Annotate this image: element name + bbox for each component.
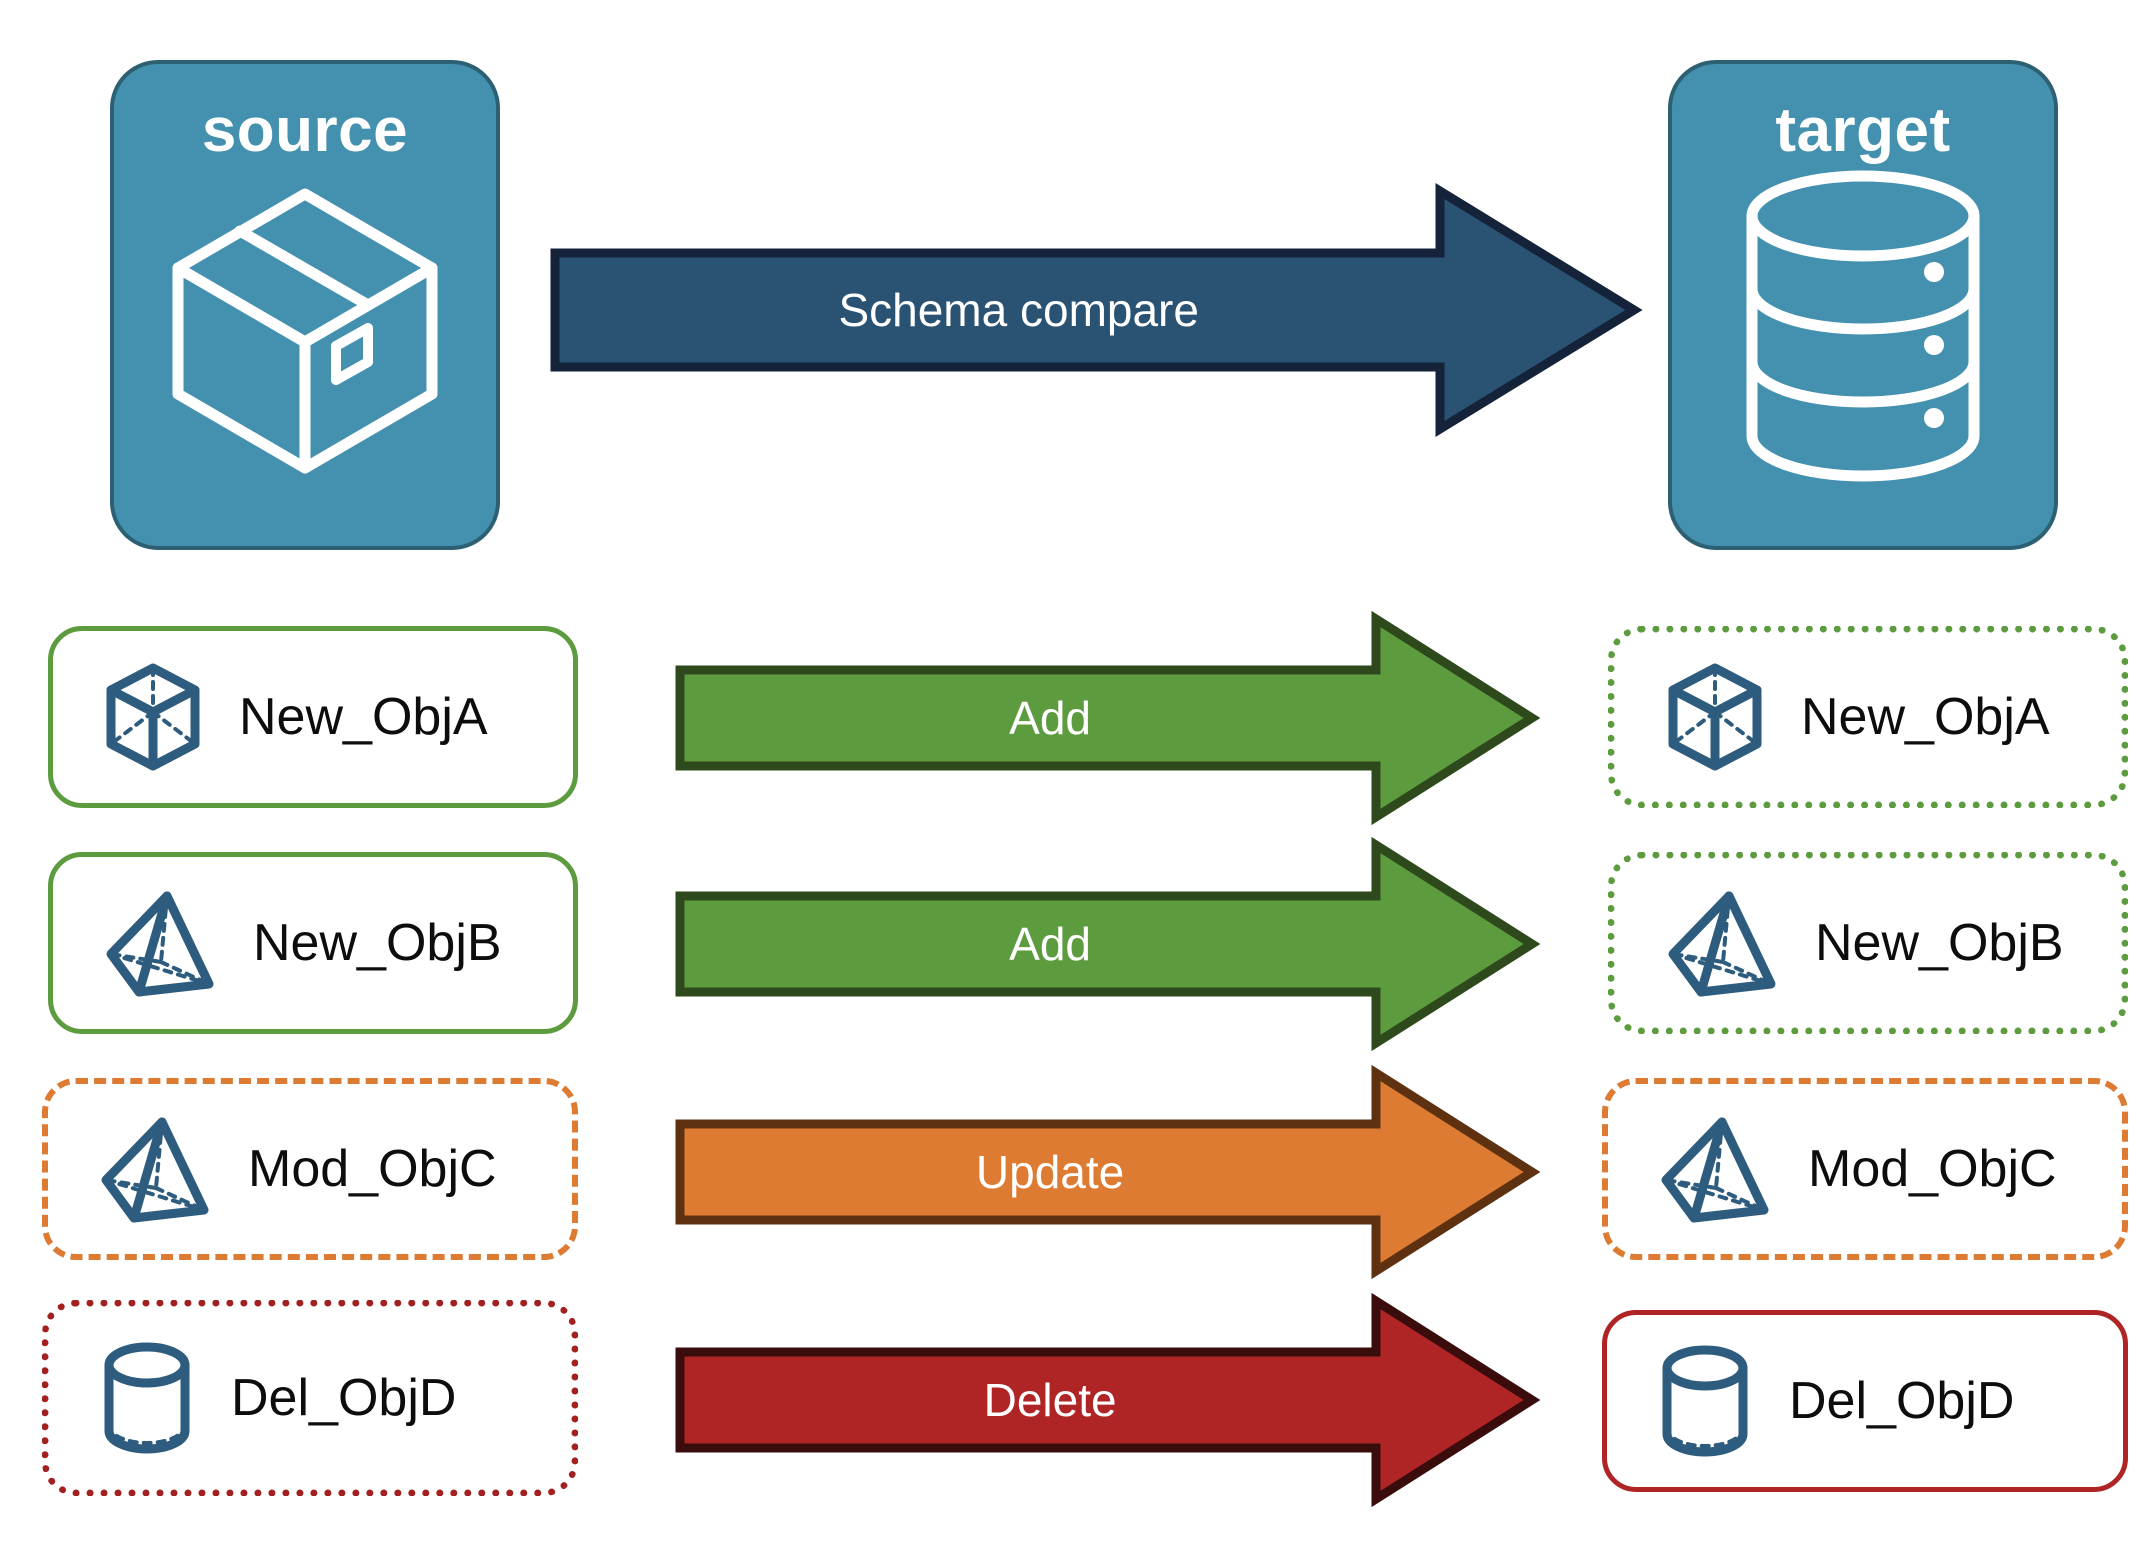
database-cylinder-icon xyxy=(1738,170,1988,482)
source-object-row-3[interactable]: Del_ObjD xyxy=(42,1300,578,1496)
cube-wireframe-icon xyxy=(1667,662,1763,772)
action-arrow-row-2: Update xyxy=(675,1064,1541,1280)
action-arrow-row-0: Add xyxy=(675,610,1541,826)
action-arrow-shape-3 xyxy=(675,1292,1541,1508)
target-object-label-1: New_ObjB xyxy=(1815,914,2064,972)
pyramid-wireframe-icon xyxy=(105,888,215,998)
pyramid-wireframe-icon xyxy=(100,1114,210,1224)
source-endpoint-card: source xyxy=(110,60,500,550)
target-object-row-1[interactable]: New_ObjB xyxy=(1608,852,2128,1034)
schema-compare-arrow: Schema compare xyxy=(550,182,1643,438)
action-arrow-row-3: Delete xyxy=(675,1292,1541,1508)
target-object-label-3: Del_ObjD xyxy=(1789,1372,2015,1430)
target-object-row-2[interactable]: Mod_ObjC xyxy=(1602,1078,2128,1260)
source-object-row-0[interactable]: New_ObjA xyxy=(48,626,578,808)
pyramid-wireframe-icon xyxy=(1660,1114,1770,1224)
target-endpoint-card: target xyxy=(1668,60,2058,550)
target-object-row-3[interactable]: Del_ObjD xyxy=(1602,1310,2128,1492)
pyramid-wireframe-icon xyxy=(1667,888,1777,998)
source-object-label-2: Mod_ObjC xyxy=(248,1140,497,1198)
source-object-row-1[interactable]: New_ObjB xyxy=(48,852,578,1034)
cylinder-wireframe-icon xyxy=(1659,1345,1751,1457)
action-arrow-row-1: Add xyxy=(675,836,1541,1052)
target-object-row-0[interactable]: New_ObjA xyxy=(1608,626,2128,808)
target-title: target xyxy=(1775,96,1951,165)
cylinder-wireframe-icon xyxy=(101,1342,193,1454)
cube-wireframe-icon xyxy=(105,662,201,772)
target-object-label-0: New_ObjA xyxy=(1801,688,2050,746)
source-object-label-3: Del_ObjD xyxy=(231,1369,457,1427)
target-object-label-2: Mod_ObjC xyxy=(1808,1140,2057,1198)
action-arrow-shape-2 xyxy=(675,1064,1541,1280)
source-object-label-0: New_ObjA xyxy=(239,688,488,746)
action-arrow-shape-0 xyxy=(675,610,1541,826)
source-object-row-2[interactable]: Mod_ObjC xyxy=(42,1078,578,1260)
schema-compare-arrow-shape xyxy=(550,182,1643,438)
source-object-label-1: New_ObjB xyxy=(253,914,502,972)
source-title: source xyxy=(201,96,409,165)
action-arrow-shape-1 xyxy=(675,836,1541,1052)
package-box-icon xyxy=(160,176,450,486)
